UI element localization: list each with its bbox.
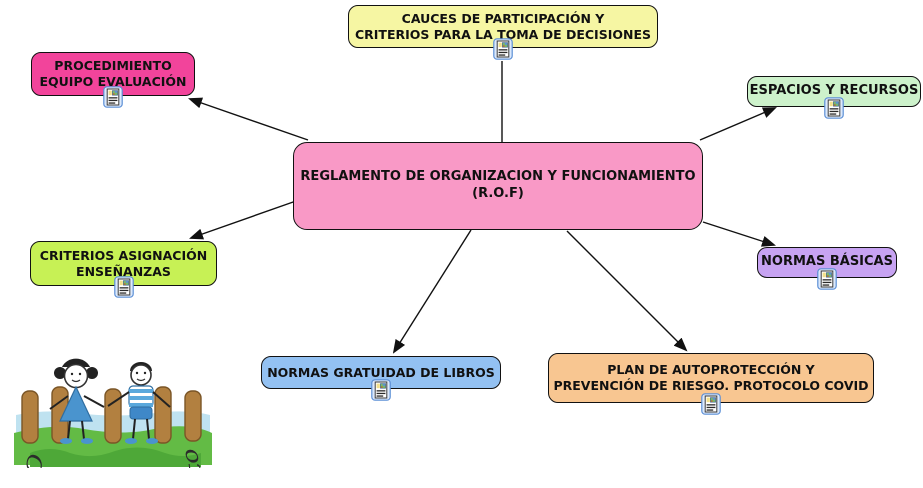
node-label: PREVENCIÓN DE RIESGO. PROTOCOLO COVID: [553, 378, 869, 393]
school-logo: CEIP Marismas del Tinto: [14, 358, 212, 468]
node-label: CAUCES DE PARTICIPACIÓN Y: [401, 10, 605, 26]
node-plan-autoproteccion[interactable]: PLAN DE AUTOPROTECCIÓN Y PREVENCIÓN DE R…: [548, 353, 874, 415]
node-normas-basicas[interactable]: NORMAS BÁSICAS: [757, 247, 897, 290]
node-central-rof[interactable]: REGLAMENTO DE ORGANIZACION Y FUNCIONAMIE…: [293, 142, 703, 230]
node-label: NORMAS GRATUIDAD DE LIBROS: [267, 364, 495, 380]
node-label: ENSEÑANZAS: [76, 263, 171, 279]
node-espacios-recursos[interactable]: ESPACIOS Y RECURSOS: [747, 76, 921, 119]
node-label: PLAN DE AUTOPROTECCIÓN Y: [607, 362, 815, 377]
node-label: CRITERIOS ASIGNACIÓN: [39, 247, 208, 263]
logo-boy: [107, 362, 171, 444]
connector-central-normas-basicas: [702, 221, 776, 247]
note-icon[interactable]: [824, 97, 844, 119]
connector-central-espacios: [699, 107, 777, 141]
node-cauces-participacion[interactable]: CAUCES DE PARTICIPACIÓN Y CRITERIOS PARA…: [348, 5, 658, 60]
note-icon[interactable]: [817, 268, 837, 290]
node-label: ESPACIOS Y RECURSOS: [749, 83, 919, 99]
connector-central-procedimiento: [188, 97, 309, 141]
node-gratuidad-libros[interactable]: NORMAS GRATUIDAD DE LIBROS: [261, 356, 501, 401]
connector-central-autoproteccion: [566, 230, 688, 352]
note-icon[interactable]: [701, 393, 721, 415]
connector-central-criterios: [189, 200, 297, 240]
logo-fence: [21, 386, 202, 444]
node-label: CRITERIOS PARA LA TOMA DE DECISIONES: [354, 26, 651, 42]
note-icon[interactable]: [103, 86, 123, 108]
connector-central-gratuidad: [392, 229, 472, 354]
node-label: EQUIPO EVALUACIÓN: [39, 74, 187, 89]
note-icon[interactable]: [371, 379, 391, 401]
node-label: (R.O.F): [472, 186, 524, 201]
node-label: REGLAMENTO DE ORGANIZACION Y FUNCIONAMIE…: [300, 169, 696, 185]
logo-girl: [49, 358, 105, 444]
node-label: NORMAS BÁSICAS: [761, 254, 893, 270]
node-label: PROCEDIMIENTO: [54, 58, 172, 73]
note-icon[interactable]: [493, 38, 513, 60]
node-criterios-asignacion[interactable]: CRITERIOS ASIGNACIÓN ENSEÑANZAS: [30, 241, 217, 298]
node-procedimiento-evaluacion[interactable]: PROCEDIMIENTO EQUIPO EVALUACIÓN: [31, 52, 195, 108]
